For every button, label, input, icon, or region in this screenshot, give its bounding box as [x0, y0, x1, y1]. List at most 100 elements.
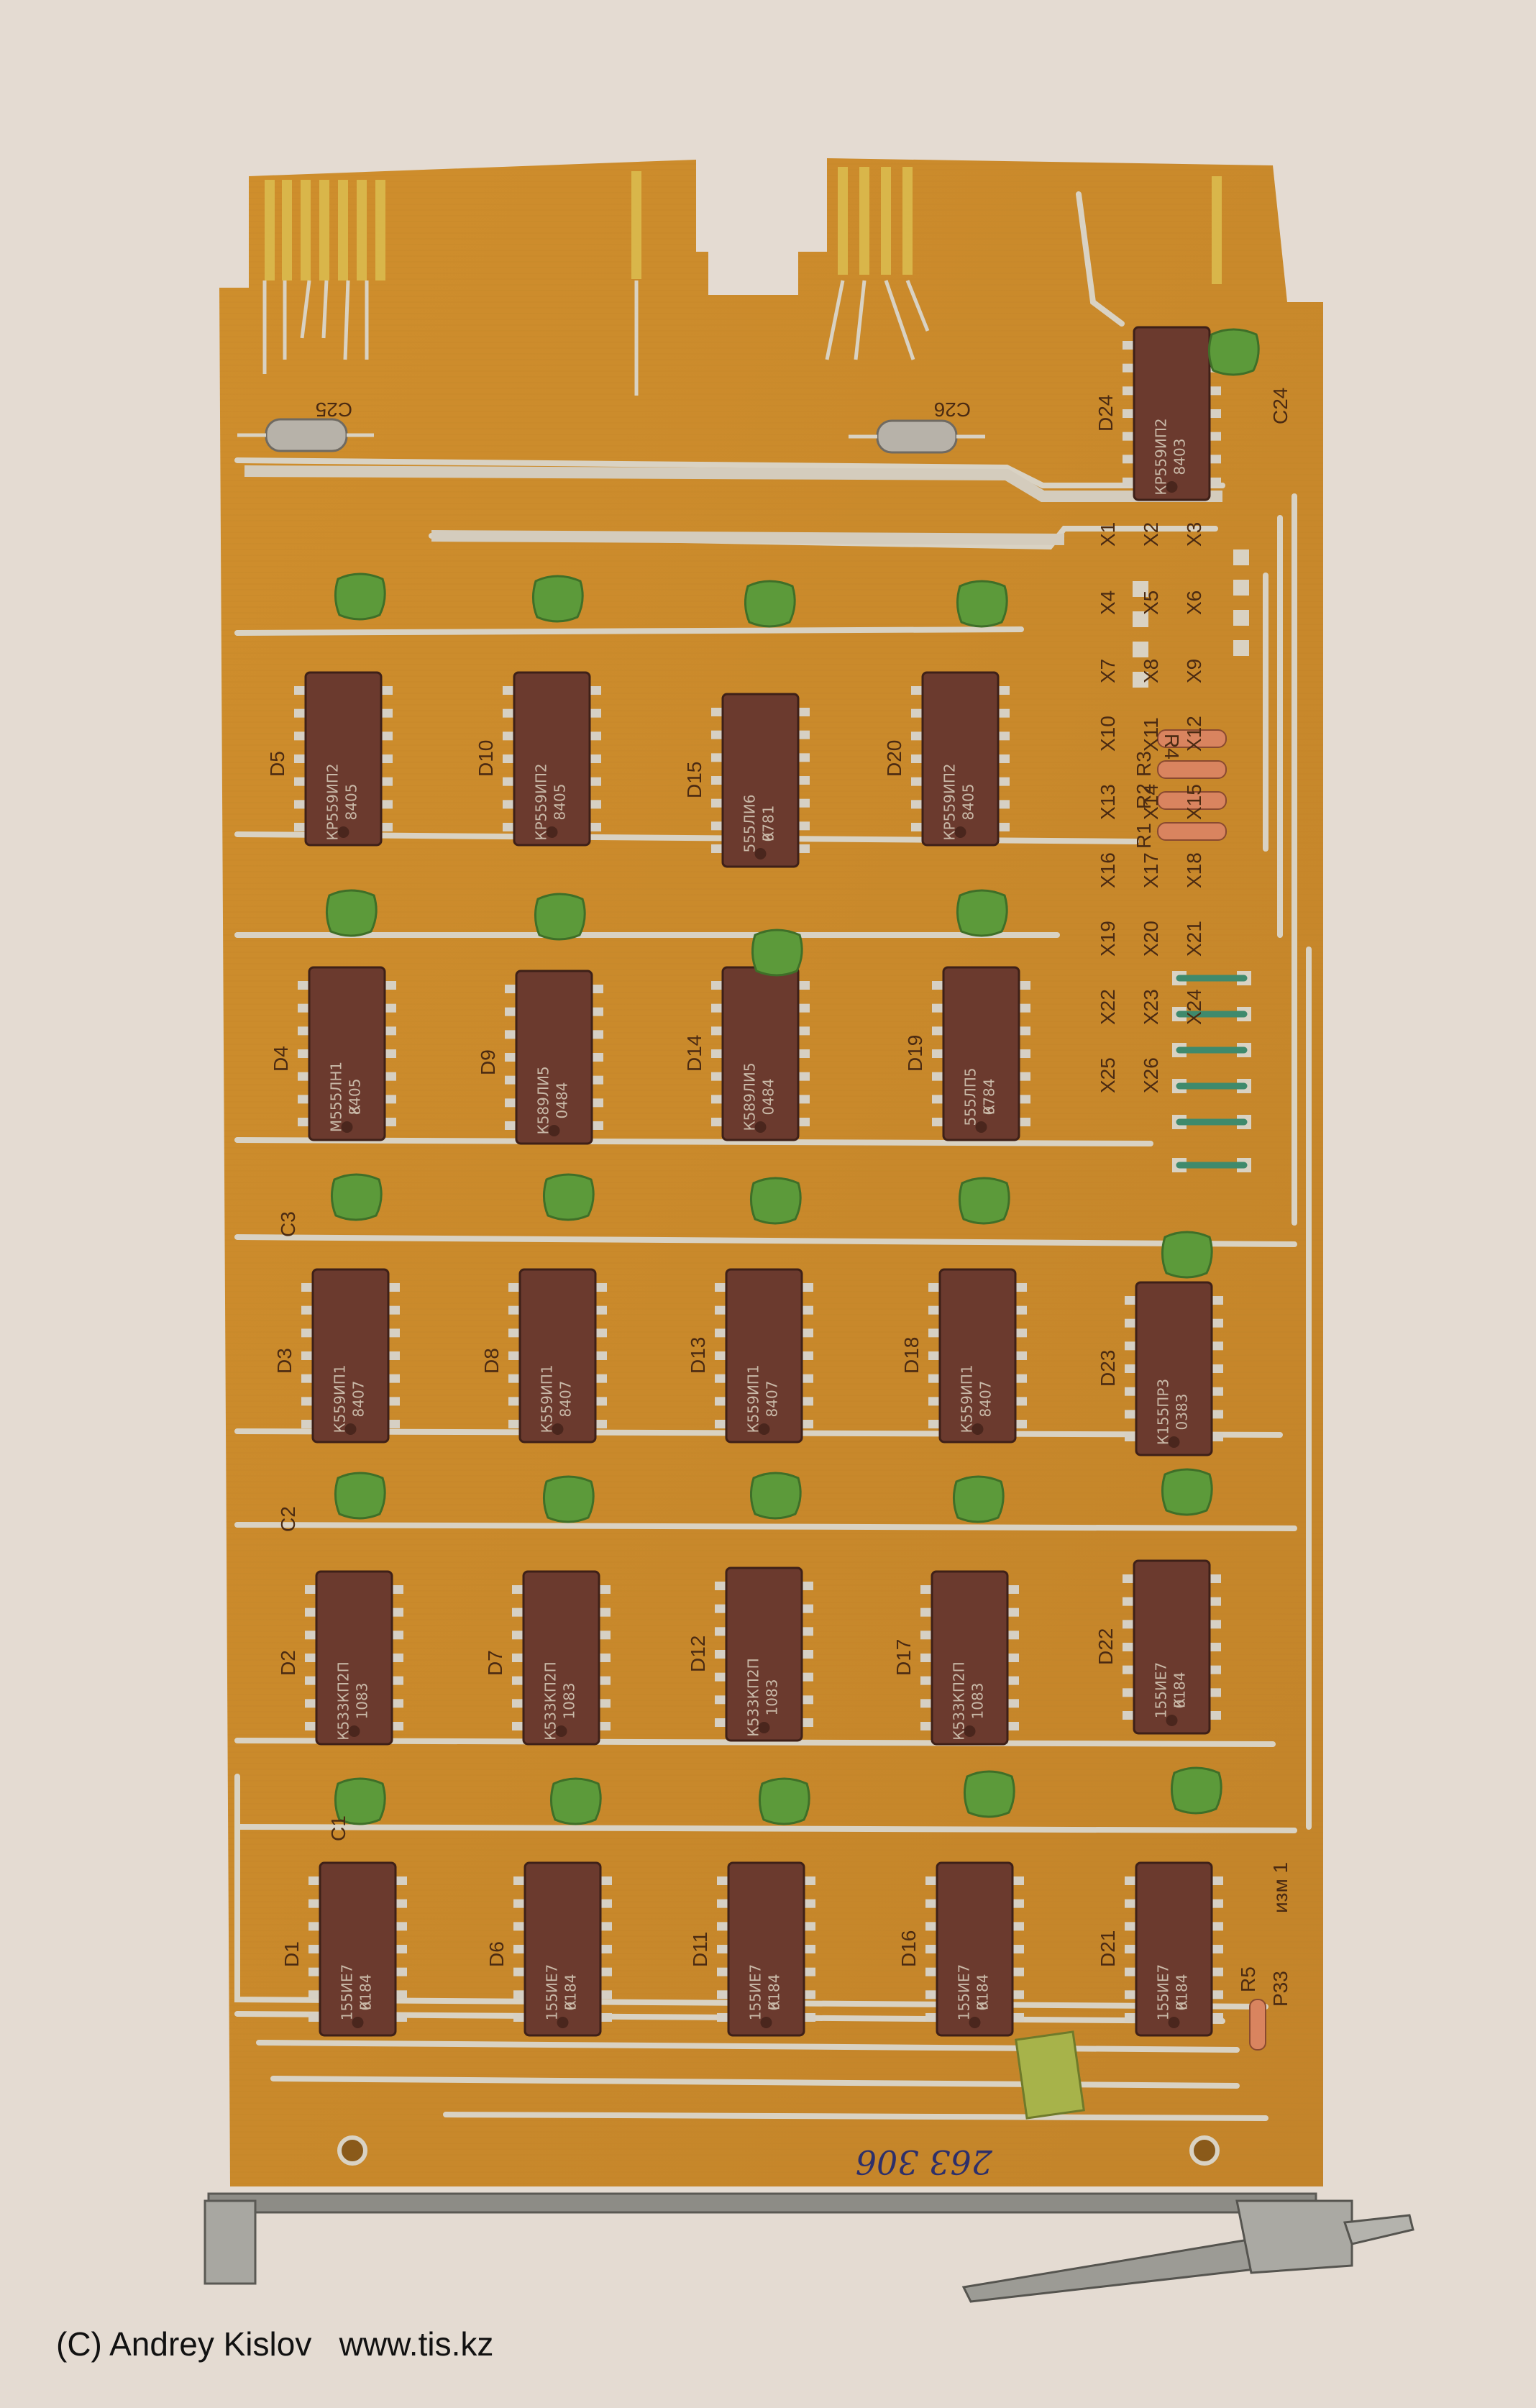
silk-x23: X23 — [1140, 989, 1162, 1025]
chip-marking: КР559ИП2 — [1153, 418, 1170, 495]
ref-label-d11: D11 — [689, 1932, 711, 1967]
chip-pin — [305, 1699, 318, 1708]
chip-pin — [1011, 1967, 1024, 1976]
chip-pin — [294, 800, 307, 809]
chip-pin — [503, 823, 516, 831]
power-bus — [244, 465, 1222, 545]
chip-notch — [546, 826, 558, 838]
chip-pin — [508, 1328, 521, 1338]
chip-pin — [911, 731, 924, 741]
ceramic-capacitor — [334, 573, 386, 621]
chip-pin — [380, 708, 393, 718]
chip-date-code: 1083 — [354, 1683, 371, 1720]
ref-label-d7: D7 — [484, 1650, 506, 1676]
chip-pin — [503, 754, 516, 763]
ejector-lever[interactable] — [961, 2199, 1414, 2303]
chip-pin — [925, 1990, 938, 1999]
chip-pin — [298, 981, 311, 990]
chip-pin — [1125, 1922, 1138, 1931]
chip-pin — [588, 708, 601, 718]
chip-pin — [797, 753, 810, 762]
chip-body — [1133, 1559, 1211, 1735]
chip-pin — [298, 1049, 311, 1058]
chip-pin — [305, 1722, 318, 1730]
chip-pin — [390, 1585, 403, 1594]
chip-pin — [380, 731, 393, 741]
chip-pin — [711, 708, 724, 716]
chip-pin — [390, 1631, 403, 1640]
chip-date-code: 8405 — [960, 784, 977, 821]
chip-pin — [588, 777, 601, 786]
silk-r5: R5 — [1237, 1966, 1259, 1992]
chip-pin — [390, 1676, 403, 1685]
silk-c26: C26 — [934, 398, 971, 421]
silk-x22: X22 — [1097, 989, 1119, 1025]
chip-pin — [911, 823, 924, 831]
chip-prefix: К — [562, 2000, 580, 2010]
chip-pin — [1014, 1397, 1027, 1406]
chip-pin — [513, 1990, 526, 1999]
chip-pin — [803, 1945, 815, 1953]
chip-pin — [380, 800, 393, 809]
chip-pin — [715, 1695, 728, 1705]
chip-pin — [298, 1026, 311, 1036]
chip-marking: К559ИП1 — [745, 1364, 762, 1433]
chip-date-code: 8405 — [343, 784, 360, 821]
handwritten-number: 263 306 — [856, 2143, 993, 2181]
chip-notch — [1168, 1436, 1180, 1448]
chip-pin — [599, 1990, 612, 1999]
chip-marking: 155ИЕ7 — [544, 1964, 561, 2021]
chip-pin — [797, 798, 810, 808]
chip-marking: 555ЛП5 — [962, 1068, 979, 1126]
chip-pin — [715, 1374, 728, 1383]
chip-prefix: К — [760, 831, 777, 842]
chip-pin — [800, 1650, 813, 1659]
ceramic-capacitor — [964, 1770, 1015, 1818]
chip-pin — [1006, 1699, 1019, 1708]
chip-pin — [512, 1676, 525, 1685]
chip-pin — [928, 1328, 941, 1338]
chip-pin — [508, 1283, 521, 1292]
chip-body — [311, 1268, 390, 1444]
chip-date-code: 8407 — [350, 1381, 367, 1418]
chip-pin — [394, 1876, 407, 1885]
chip-pin — [588, 823, 601, 831]
chip-pin — [1210, 1899, 1223, 1908]
chip-notch — [964, 1725, 976, 1737]
chip-pin — [1011, 1945, 1024, 1953]
chip-pin — [513, 1967, 526, 1976]
ceramic-capacitor — [326, 889, 378, 937]
chip-pin — [803, 1990, 815, 1999]
chip-marking: КР559ИП2 — [533, 763, 550, 840]
chip-pin — [920, 1699, 933, 1708]
chip-prefix: К — [1174, 2000, 1191, 2010]
ceramic-capacitor — [532, 575, 584, 623]
chip-pin — [394, 1967, 407, 1976]
chip-marking: 155ИЕ7 — [956, 1964, 973, 2021]
chip-notch — [552, 1423, 564, 1435]
chip-pin — [1014, 1305, 1027, 1315]
chip-pin — [503, 708, 516, 718]
chip-pin — [932, 1049, 945, 1058]
chip-pin — [308, 1990, 321, 1999]
chip-pin — [1123, 1665, 1135, 1674]
ceramic-capacitor — [550, 1777, 602, 1825]
ref-label-d19: D19 — [904, 1035, 926, 1072]
chip-pin — [387, 1305, 400, 1315]
chip-pin — [1125, 1433, 1138, 1441]
chip-pin — [301, 1328, 314, 1338]
chip-pin — [301, 1397, 314, 1406]
chip-pin — [513, 2013, 526, 2022]
chip-body — [1135, 1281, 1213, 1456]
chip-pin — [598, 1699, 611, 1708]
chip-pin — [925, 1922, 938, 1931]
chip-pin — [1123, 455, 1135, 464]
chip-pin — [1125, 1899, 1138, 1908]
chip-pin — [932, 1118, 945, 1126]
chip-body — [921, 671, 1000, 847]
chip-date-code: 0781 — [760, 806, 777, 842]
chip-body — [513, 671, 591, 847]
silk-x25: X25 — [1097, 1057, 1119, 1093]
